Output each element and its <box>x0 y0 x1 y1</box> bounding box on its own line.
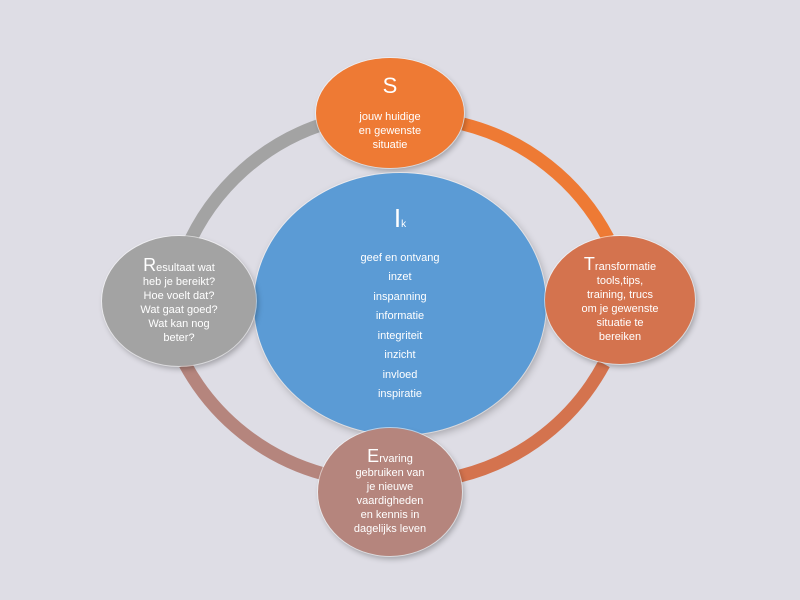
node-r-initial: R <box>143 254 157 275</box>
node-ik-subscript: k <box>401 218 407 230</box>
node-r: Resultaat wat heb je bereikt? Hoe voelt … <box>102 236 256 366</box>
node-r-line: Wat kan nog <box>148 317 210 330</box>
node-ik-line: invloed <box>382 368 418 381</box>
node-ik-letter: I <box>393 202 402 233</box>
arc-r-to-s <box>180 115 332 253</box>
node-t-line: situatie te <box>596 316 644 329</box>
node-t-description: tools,tips, training, trucs om je gewens… <box>565 274 675 344</box>
node-e-line: vaardigheden <box>356 494 424 507</box>
node-ik-line: inspanning <box>373 290 427 303</box>
node-r-rest: esultaat wat <box>156 261 215 274</box>
node-r-line: Wat gaat goed? <box>140 303 218 316</box>
arc-s-to-t <box>461 117 614 242</box>
node-r-description: heb je bereikt? Hoe voelt dat? Wat gaat … <box>119 275 239 345</box>
node-r-line: beter? <box>163 331 195 344</box>
node-s-line: jouw huidige <box>359 111 421 123</box>
node-s-letter: S <box>382 73 398 98</box>
node-s-description: jouw huidige en gewenste situatie <box>335 110 445 152</box>
node-e-description: gebruiken van je nieuwe vaardigheden en … <box>338 466 442 536</box>
node-r-line: Hoe voelt dat? <box>143 289 215 302</box>
node-s: S jouw huidige en gewenste situatie <box>316 58 464 168</box>
node-ik-line: inspiratie <box>377 388 423 400</box>
node-e-title: Ervaring <box>367 445 413 466</box>
node-e-rest: rvaring <box>379 452 413 465</box>
node-t-line: tools,tips, <box>596 274 644 287</box>
node-e-initial: E <box>367 445 380 466</box>
node-ik: Ik geef en ontvang inzet inspanning info… <box>254 173 546 435</box>
node-e-line: je nieuwe <box>366 480 414 493</box>
node-r-line: heb je bereikt? <box>142 275 216 288</box>
node-t: Transformatie tools,tips, training, truc… <box>545 236 695 364</box>
node-e-line: dagelijks leven <box>353 522 427 535</box>
node-e: Ervaring gebruiken van je nieuwe vaardig… <box>318 428 462 556</box>
node-ik-title: Ik <box>394 204 406 239</box>
node-ik-line: inzicht <box>384 349 416 361</box>
node-t-title: Transformatie <box>583 253 657 274</box>
node-e-line: gebruiken van <box>355 466 425 479</box>
node-r-title: Resultaat wat <box>143 254 215 275</box>
node-ik-line: informatie <box>375 310 425 322</box>
arc-t-to-e <box>458 360 610 483</box>
node-s-line: situatie <box>372 139 408 151</box>
node-ik-line: inzet <box>388 271 412 283</box>
arc-e-to-r <box>179 360 326 481</box>
node-t-line: om je gewenste <box>581 302 659 315</box>
node-t-line: bereiken <box>598 330 642 343</box>
node-t-rest: ransformatie <box>594 260 657 273</box>
node-ik-line: integriteit <box>377 329 423 342</box>
node-t-line: training, trucs <box>586 288 654 301</box>
node-e-line: en kennis in <box>360 508 420 521</box>
node-ik-line: geef en ontvang <box>360 251 440 264</box>
node-s-line: en gewenste <box>358 125 422 137</box>
node-t-initial: T <box>583 253 595 274</box>
